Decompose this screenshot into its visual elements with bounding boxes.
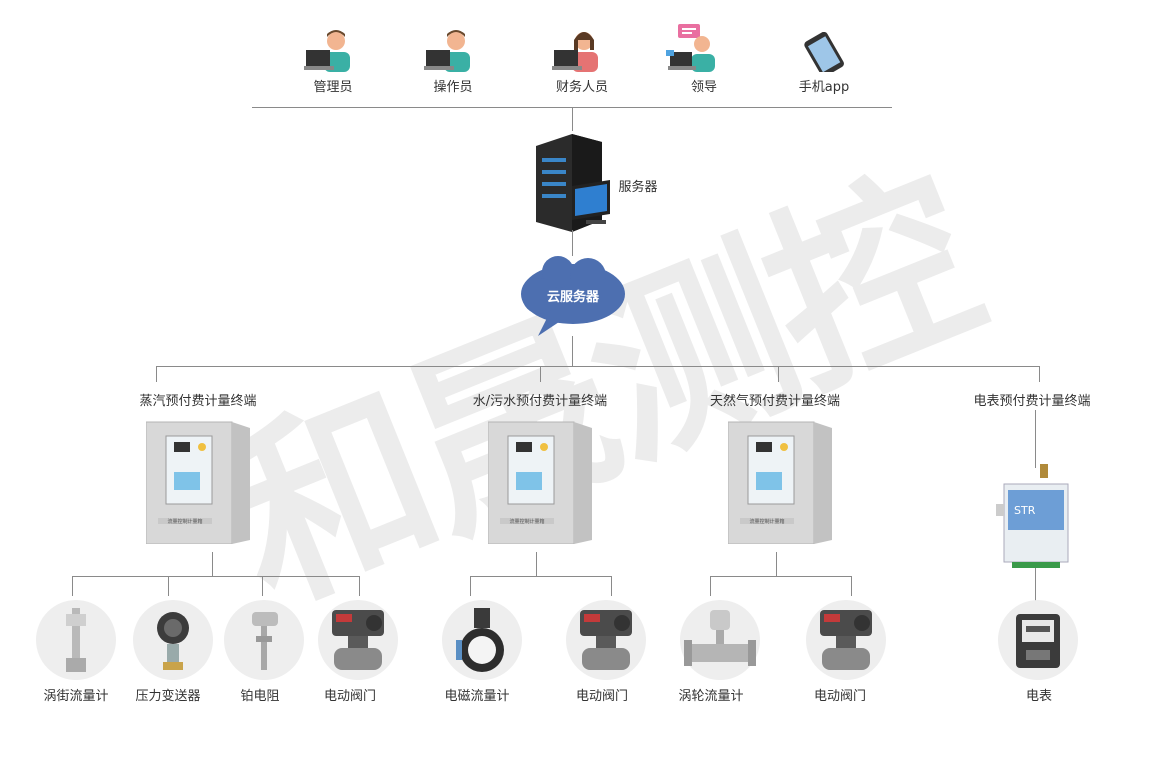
water-device-bus (470, 576, 612, 577)
gas-cabinet: 流量控制计量箱 (728, 420, 832, 544)
device-label-pressure: 压力变送器 (135, 689, 201, 704)
electric-module-text: STR (1014, 504, 1036, 517)
user-label-mobile-app: 手机app (798, 80, 850, 95)
device-label-valve-1: 电动阀门 (323, 689, 377, 704)
cloud-label: 云服务器 (546, 290, 600, 305)
gas-cabinet-caption: 流量控制计量箱 (749, 518, 784, 525)
electric-valve-image-1 (318, 600, 398, 680)
water-cabinet-drop (536, 552, 537, 576)
device-label-rtd: 铂电阻 (240, 689, 280, 704)
admin-user-icon (304, 28, 360, 76)
operator-user-icon (424, 28, 480, 76)
water-drop-2 (611, 576, 612, 596)
server-icon (528, 134, 618, 232)
electric-valve-image-3 (806, 600, 886, 680)
vortex-flowmeter-image (36, 600, 116, 680)
electric-drop-line (1035, 410, 1036, 468)
steam-cabinet: 流量控制计量箱 (146, 420, 250, 544)
steam-cabinet-caption: 流量控制计量箱 (167, 518, 202, 525)
water-cabinet: 流量控制计量箱 (488, 420, 592, 544)
bus-drop-steam (156, 366, 157, 382)
electricity-meter-image (998, 600, 1078, 680)
device-label-valve-3: 电动阀门 (813, 689, 867, 704)
server-to-cloud-line (572, 230, 573, 256)
gas-drop-2 (851, 576, 852, 596)
steam-drop-3 (262, 576, 263, 596)
terminal-bus-line (156, 366, 1040, 367)
steam-device-bus (72, 576, 360, 577)
users-to-server-line (572, 107, 573, 131)
electric-module: STR (996, 464, 1076, 568)
server-label: 服务器 (618, 180, 658, 195)
device-label-vortex: 涡街流量计 (43, 689, 109, 704)
steam-drop-2 (168, 576, 169, 596)
mobile-phone-icon (796, 32, 852, 80)
user-label-admin: 管理员 (313, 80, 353, 95)
gas-cabinet-drop (776, 552, 777, 576)
electric-valve-image-2 (566, 600, 646, 680)
device-label-magnetic: 电磁流量计 (444, 689, 510, 704)
bus-drop-electric (1039, 366, 1040, 382)
water-drop-1 (470, 576, 471, 596)
user-label-operator: 操作员 (433, 80, 473, 95)
bus-drop-water (540, 366, 541, 382)
gas-device-bus (710, 576, 852, 577)
electric-to-meter-line (1035, 568, 1036, 610)
user-label-leader: 领导 (690, 80, 718, 95)
cloud-icon (518, 254, 628, 338)
device-label-valve-2: 电动阀门 (575, 689, 629, 704)
water-cabinet-caption: 流量控制计量箱 (509, 518, 544, 525)
cloud-to-bus-line (572, 336, 573, 366)
bus-drop-gas (778, 366, 779, 382)
leader-user-icon (666, 24, 722, 72)
steam-cabinet-drop (212, 552, 213, 576)
device-label-meter: 电表 (1025, 689, 1053, 704)
terminal-label-steam: 蒸汽预付费计量终端 (139, 394, 257, 409)
turbine-flowmeter-image (680, 600, 760, 680)
device-label-turbine: 涡轮流量计 (678, 689, 744, 704)
steam-drop-1 (72, 576, 73, 596)
magnetic-flowmeter-image (442, 600, 522, 680)
finance-user-icon (552, 28, 608, 76)
terminal-label-water: 水/污水预付费计量终端 (472, 394, 608, 409)
pressure-transmitter-image (133, 600, 213, 680)
steam-drop-4 (359, 576, 360, 596)
gas-drop-1 (710, 576, 711, 596)
terminal-label-electric: 电表预付费计量终端 (973, 394, 1091, 409)
platinum-rtd-image (224, 600, 304, 680)
user-label-finance: 财务人员 (555, 80, 609, 95)
terminal-label-gas: 天然气预付费计量终端 (709, 394, 841, 409)
